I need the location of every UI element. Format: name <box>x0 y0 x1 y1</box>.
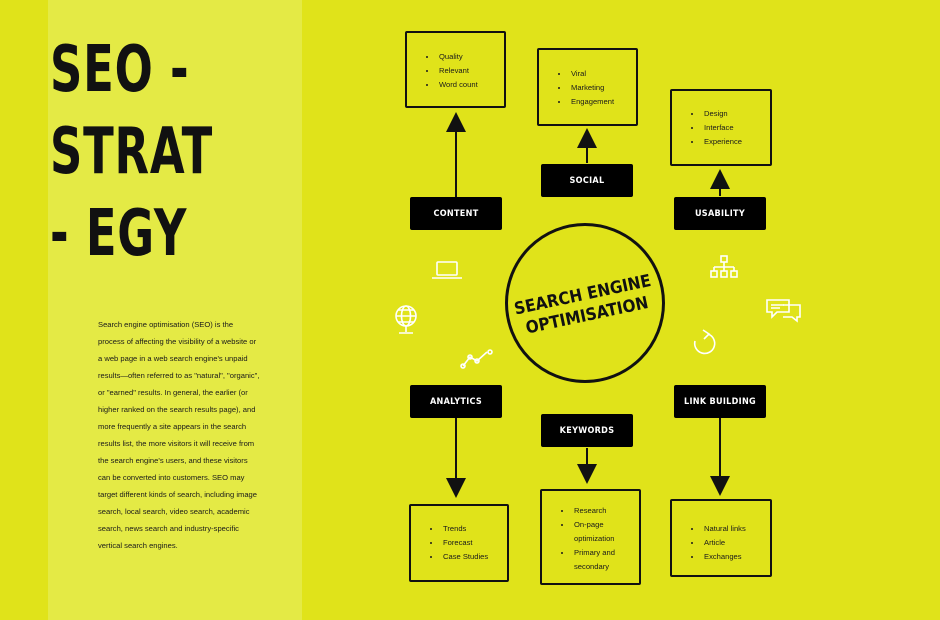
social-item: Viral <box>569 67 636 81</box>
link-building-item: Exchanges <box>702 550 770 564</box>
usability-item: Experience <box>702 135 770 149</box>
trend-line-icon <box>460 349 493 369</box>
social-item: Engagement <box>569 95 636 109</box>
analytics-item: Trends <box>441 522 507 536</box>
link-building-item: Natural links <box>702 522 770 536</box>
chat-bubbles-icon <box>766 299 801 323</box>
link-building-item: Article <box>702 536 770 550</box>
center-circle <box>505 223 665 383</box>
keywords-item: On-page optimization <box>572 518 639 546</box>
usability-card: Design Interface Experience <box>670 89 772 166</box>
title-line-1: SEO - <box>50 33 190 107</box>
title-line-3: - EGY <box>50 197 188 271</box>
sitemap-icon <box>710 255 738 278</box>
content-item: Word count <box>437 78 504 92</box>
refresh-arrow-icon <box>693 329 716 355</box>
content-item: Quality <box>437 50 504 64</box>
content-item: Relevant <box>437 64 504 78</box>
title-line-2: STRAT <box>50 115 213 189</box>
content-tag: CONTENT <box>410 197 502 230</box>
keywords-card: Research On-page optimization Primary an… <box>540 489 641 585</box>
description-text: Search engine optimisation (SEO) is the … <box>98 320 260 550</box>
keywords-item: Primary and secondary <box>572 546 639 574</box>
content-card: Quality Relevant Word count <box>405 31 506 108</box>
usability-tag: USABILITY <box>674 197 766 230</box>
keywords-item: Research <box>572 504 639 518</box>
usability-item: Interface <box>702 121 770 135</box>
laptop-icon <box>432 261 462 279</box>
usability-item: Design <box>702 107 770 121</box>
social-tag: SOCIAL <box>541 164 633 197</box>
link-building-tag: LINK BUILDING <box>674 385 766 418</box>
analytics-item: Forecast <box>441 536 507 550</box>
left-panel <box>48 0 302 620</box>
social-item: Marketing <box>569 81 636 95</box>
analytics-card: Trends Forecast Case Studies <box>409 504 509 582</box>
social-card: Viral Marketing Engagement <box>537 48 638 126</box>
analytics-tag: ANALYTICS <box>410 385 502 418</box>
link-building-card: Natural links Article Exchanges <box>670 499 772 577</box>
analytics-item: Case Studies <box>441 550 507 564</box>
keywords-tag: KEYWORDS <box>541 414 633 447</box>
globe-icon <box>395 305 417 334</box>
